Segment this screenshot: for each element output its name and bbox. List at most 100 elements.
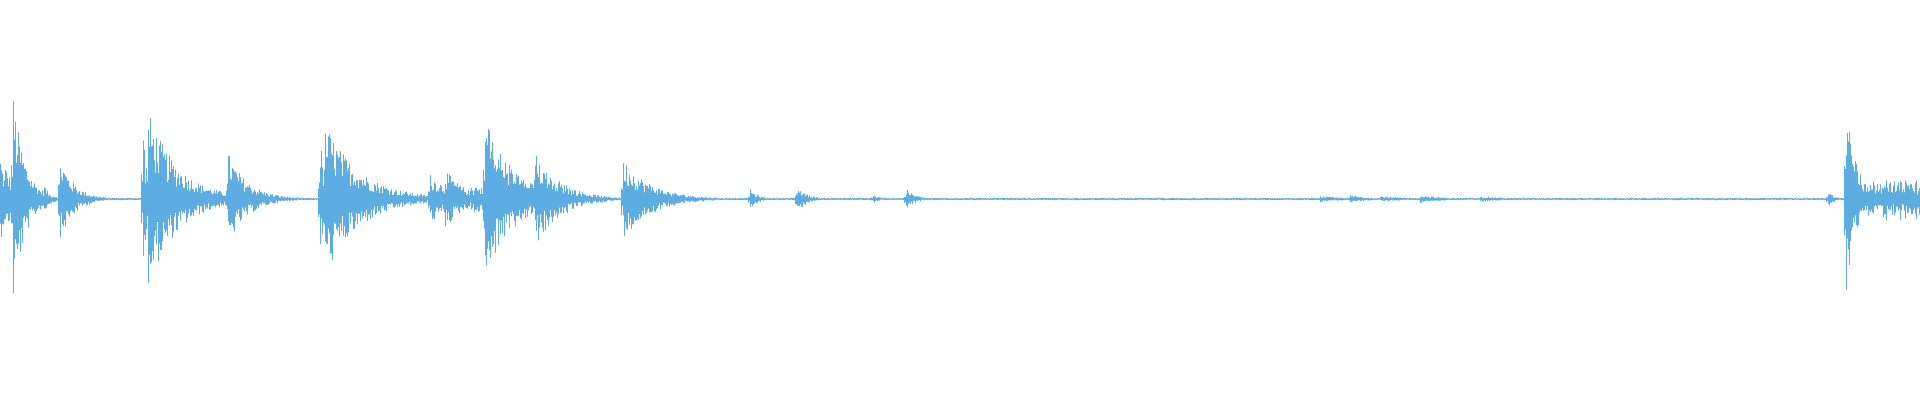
waveform-bar [1020,198,1021,201]
waveform-bar [1615,198,1616,201]
waveform-bar [1384,198,1385,201]
waveform-bar [1402,198,1403,200]
waveform-bar [823,197,824,200]
waveform-bar [1422,196,1423,201]
waveform-bar [449,174,450,221]
waveform-bar [30,186,31,210]
waveform-bar [977,197,978,200]
waveform-bar [563,193,564,214]
waveform-bar [900,198,901,200]
waveform-bar [576,195,577,207]
waveform-bar [886,197,887,200]
waveform-bar [345,158,346,238]
waveform-bar [1257,198,1258,200]
waveform-bar [908,192,909,204]
waveform-bar [642,182,643,211]
waveform-bar [1468,197,1469,200]
waveform-bar [1165,198,1166,200]
waveform-bar [1496,198,1497,201]
waveform-bar [712,198,713,201]
waveform-bar [723,198,724,201]
waveform-bar [1574,198,1575,200]
waveform-bar [1524,197,1525,200]
waveform-bar [1589,197,1590,200]
waveform-bar [1758,197,1759,200]
waveform-bar [1608,197,1609,200]
waveform-bar [305,198,306,201]
waveform-bar [607,197,608,201]
waveform-bar [1738,198,1739,200]
waveform-bar [294,198,295,201]
waveform-bar [621,188,622,215]
waveform-bar [1506,198,1507,200]
waveform-bar [529,188,530,207]
waveform-bar [1218,198,1219,200]
waveform-bar [1482,197,1483,202]
waveform-bar [90,196,91,204]
waveform-bar [643,186,644,215]
waveform-bar [649,184,650,213]
waveform-bar [1668,198,1669,200]
waveform-bar [454,186,455,209]
waveform-bar [79,190,80,206]
waveform-bar [1181,198,1182,201]
waveform-bar [1873,181,1874,214]
waveform-bar [985,198,986,200]
waveform-bar [992,198,993,200]
waveform-bar [410,193,411,206]
waveform-bar [227,183,228,210]
waveform-bar [963,198,964,200]
waveform-bar [1410,198,1411,200]
waveform-bar [1695,198,1696,200]
waveform-bar [1845,169,1846,230]
waveform-bar [970,197,971,200]
waveform-bar [566,185,567,212]
waveform-bar [1147,198,1148,200]
waveform-bar [1529,198,1530,200]
waveform-bar [650,186,651,212]
waveform-bar [755,196,756,202]
waveform-bar [313,197,314,201]
waveform-bar [739,197,740,200]
waveform-bar [592,197,593,204]
waveform-bar [59,184,60,216]
waveform-bar [1038,198,1039,200]
waveform-bar [1120,197,1121,200]
waveform-bar [1886,180,1887,221]
waveform-bar [1305,198,1306,201]
waveform-bar [1289,198,1290,200]
waveform-bar [63,172,64,226]
waveform-bar [415,195,416,204]
waveform-bar [1188,198,1189,201]
waveform-bar [764,197,765,201]
waveform-bar [254,189,255,211]
waveform-bar [1361,197,1362,201]
waveform-bar [1324,197,1325,201]
waveform-bar [503,177,504,218]
waveform-bar [1572,198,1573,201]
waveform-bar [1240,197,1241,201]
waveform-bar [1499,197,1500,201]
waveform-bar [942,198,943,200]
waveform-bar [110,198,111,201]
waveform-bar [1389,197,1390,201]
waveform-bar [971,197,972,200]
waveform-bar [986,198,987,200]
waveform-bar [861,198,862,200]
waveform-bar [1661,198,1662,201]
waveform-bar [547,187,548,220]
waveform-bar [1103,197,1104,200]
waveform-bar [601,195,602,202]
waveform-bar [74,188,75,213]
waveform-bar [1455,198,1456,200]
waveform-bar [1321,197,1322,202]
waveform-bar [624,180,625,237]
waveform-bar [1520,198,1521,201]
waveform-bar [1730,197,1731,200]
waveform-bar [1265,198,1266,201]
waveform-bar [1287,198,1288,200]
waveform-bar [669,193,670,207]
waveform-bar [842,198,843,200]
waveform-bar [1073,197,1074,200]
